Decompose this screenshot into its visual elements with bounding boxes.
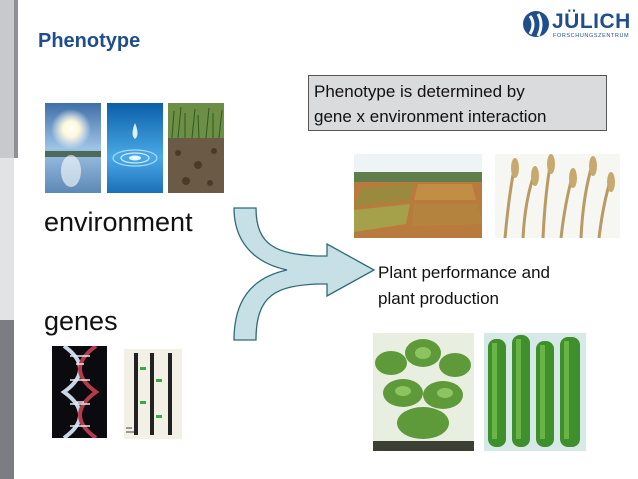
logo-subtitle: FORSCHUNGSZENTRUM	[553, 33, 630, 39]
logo-wordmark: JÜLICH	[552, 10, 631, 33]
callout-box: Phenotype is determined by gene x enviro…	[308, 75, 607, 131]
outcome-line: Plant performance and	[378, 263, 550, 282]
decor-stripe	[0, 0, 14, 158]
field-photo	[354, 154, 482, 238]
curved-merge-arrow-icon	[233, 207, 376, 341]
environment-label: environment	[44, 207, 193, 237]
algae-tubes-photo	[484, 333, 586, 451]
decor-stripe	[0, 158, 14, 320]
decor-stripe	[14, 0, 18, 158]
water-drop-photo	[107, 103, 163, 193]
tree-seedlings-photo	[373, 333, 474, 451]
slide-title: Phenotype	[38, 30, 141, 52]
dna-helix-photo	[52, 346, 107, 438]
genes-label: genes	[44, 306, 118, 336]
callout-line: Phenotype is determined by	[314, 82, 525, 101]
outcome-line: plant production	[378, 289, 499, 308]
decor-stripe	[0, 320, 14, 479]
sun-sky-photo	[45, 103, 101, 193]
soil-grass-photo	[168, 103, 224, 193]
callout-line: gene x environment interaction	[314, 107, 547, 126]
outcome-text: Plant performance and plant production	[378, 260, 550, 312]
gene-map-photo	[124, 349, 182, 439]
wheat-photo	[495, 154, 620, 238]
juelich-logo-icon	[523, 11, 549, 37]
